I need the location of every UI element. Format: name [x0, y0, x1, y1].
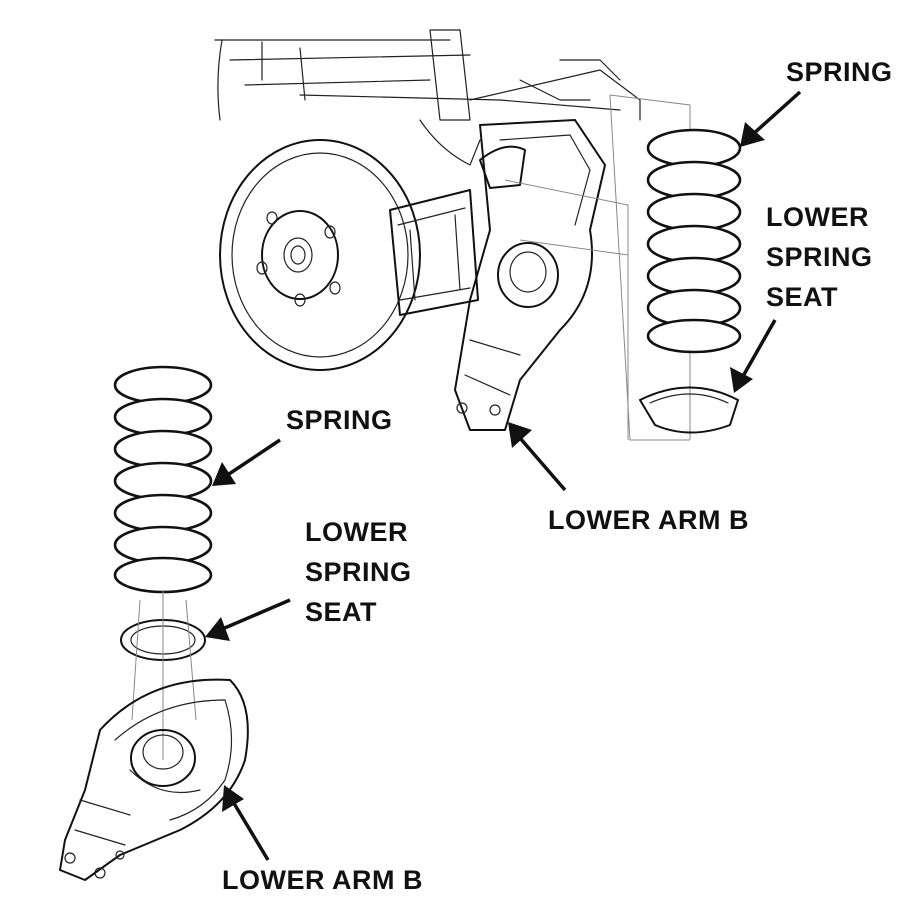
brake-caliper — [389, 189, 479, 316]
leader-spring-top — [740, 90, 802, 147]
lower-spring-seat-label-top: LOWER SPRING SEAT — [766, 202, 873, 312]
top-lower-spring-seat — [639, 386, 739, 434]
bottom-lower-arm-b — [59, 678, 249, 881]
spring-label-bottom: SPRING — [286, 405, 393, 435]
bottom-spring — [113, 365, 213, 594]
top-spring — [609, 94, 742, 441]
top-lower-arm-b — [454, 119, 629, 440]
leader-lower-arm-b-top — [508, 422, 567, 492]
bottom-lower-spring-seat — [120, 590, 206, 760]
leader-lower-spring-seat-top — [730, 319, 777, 393]
lower-arm-b-label-bottom: LOWER ARM B — [222, 865, 423, 895]
lower-arm-b-label-top: LOWER ARM B — [548, 505, 749, 535]
leader-lower-arm-b-bottom — [222, 785, 270, 861]
lower-spring-seat-label-bottom: LOWER SPRING SEAT — [305, 517, 412, 627]
leader-spring-bottom — [212, 438, 281, 486]
chassis-background — [214, 29, 641, 166]
spring-label-top: SPRING — [786, 57, 893, 87]
leader-lower-spring-seat-bottom — [205, 598, 291, 641]
brake-disc — [219, 139, 421, 371]
